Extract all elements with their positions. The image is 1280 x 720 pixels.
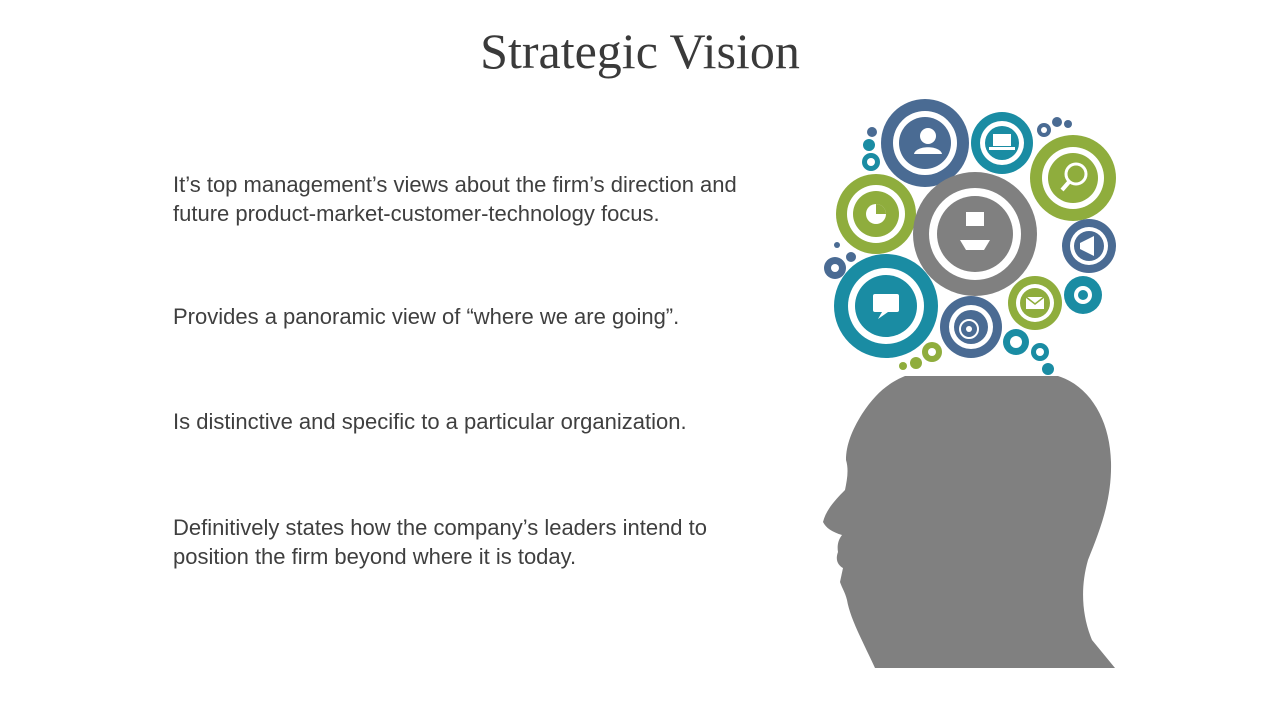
target-icon (959, 319, 979, 339)
gear-person (881, 99, 969, 187)
gear-mail (1008, 276, 1062, 330)
gear-small-9 (1003, 329, 1029, 355)
gear-laptop (971, 112, 1033, 174)
gear-small-5 (1052, 117, 1072, 128)
gear-small-4 (1037, 123, 1051, 137)
mail-icon (1025, 296, 1045, 309)
laptop-icon (989, 134, 1015, 150)
person-icon (914, 128, 942, 154)
chat-icon (873, 294, 899, 319)
gear-pie-chart (836, 174, 916, 254)
paragraph-3: Is distinctive and specific to a particu… (173, 409, 687, 434)
magnifier-chart-icon (1060, 162, 1088, 192)
gear-megaphone (1062, 219, 1116, 273)
megaphone-icon (1080, 236, 1094, 256)
gear-small-7 (899, 342, 942, 370)
gear-small-10 (1064, 276, 1102, 314)
paragraph-1: It’s top management’s views about the fi… (173, 172, 737, 226)
gear-small-1 (867, 127, 877, 137)
slide-title: Strategic Vision (480, 23, 800, 79)
gear-cluster (824, 117, 1102, 375)
gear-magnifier (1030, 135, 1116, 221)
gear-center (913, 172, 1037, 296)
gear-small-3 (862, 153, 880, 171)
paragraph-4: Definitively states how the company’s le… (173, 515, 707, 569)
hand-sharing-icon (960, 212, 990, 250)
gear-small-2 (863, 139, 875, 151)
gear-chat (834, 254, 938, 358)
head-with-gears-illustration (823, 99, 1116, 668)
head-silhouette (823, 376, 1115, 668)
gear-small-8 (1031, 343, 1054, 375)
paragraph-2: Provides a panoramic view of “where we a… (173, 304, 680, 329)
gear-target (940, 296, 1002, 358)
pie-chart-icon (866, 204, 886, 224)
gear-small-6 (824, 242, 856, 279)
